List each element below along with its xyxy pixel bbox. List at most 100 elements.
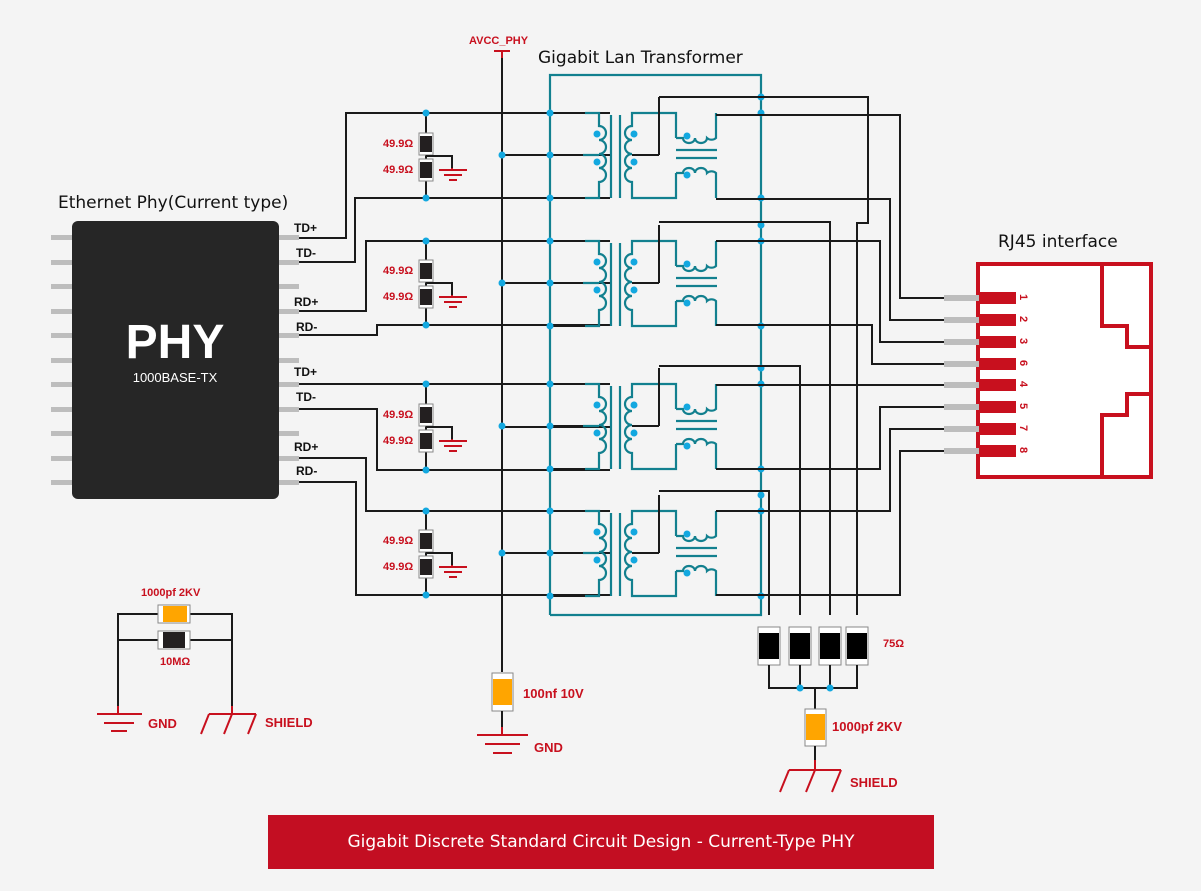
gnd-icon [439, 565, 467, 578]
junction-dot [546, 194, 554, 202]
termination-resistor [418, 259, 434, 283]
junction-dot [498, 279, 506, 287]
transformer-title: Gigabit Lan Transformer [538, 48, 743, 68]
chassis-gnd-label: GND [148, 716, 177, 731]
polarity-dot [630, 556, 638, 564]
junction-dot [546, 109, 554, 117]
polarity-dot [683, 132, 691, 140]
phy-left-pins [51, 235, 72, 485]
junction-dot [757, 221, 765, 229]
caption-banner: Gigabit Discrete Standard Circuit Design… [268, 815, 934, 869]
rj45-pin: 1 [944, 292, 1029, 304]
avcc-rail: AVCC_PHY [469, 35, 529, 58]
gnd-icon [439, 168, 467, 181]
pin-label-td-minus-2: TD- [296, 390, 316, 404]
rj45-pin: 7 [944, 423, 1029, 435]
bob-smith-termination: 75Ω 1000pf 2KV SHIELD [757, 626, 904, 793]
polarity-dot [630, 258, 638, 266]
polarity-dot [683, 569, 691, 577]
polarity-dot [593, 556, 601, 564]
rj45-pin-number: 7 [1017, 425, 1029, 431]
termination-resistor-label: 49.9Ω [383, 535, 413, 547]
transformer-channel [498, 364, 765, 473]
bob-smith-resistor [818, 626, 842, 666]
bob-smith-resistor [845, 626, 869, 666]
gnd-icon [439, 439, 467, 452]
termination-resistor [418, 529, 434, 553]
polarity-dot [593, 158, 601, 166]
polarity-dot [630, 286, 638, 294]
gnd-icon [439, 295, 467, 308]
polarity-dot [683, 260, 691, 268]
termination-resistor-label: 49.9Ω [383, 561, 413, 573]
phy-chip: PHY 1000BASE-TX [51, 221, 299, 499]
polarity-dot [630, 130, 638, 138]
polarity-dot [593, 130, 601, 138]
shield-ground-icon [200, 706, 257, 735]
pin-label-td-plus-2: TD+ [294, 365, 317, 379]
polarity-dot [683, 530, 691, 538]
rj45-pin-number: 4 [1017, 381, 1029, 388]
junction-dot [498, 549, 506, 557]
rj45-pin-number: 3 [1017, 338, 1029, 344]
pin-label-rd-plus-1: RD+ [294, 295, 318, 309]
junction-dot [546, 279, 554, 287]
bob-smith-shield-label: SHIELD [850, 775, 898, 790]
chassis-capacitor [157, 604, 191, 624]
polarity-dot [593, 258, 601, 266]
termination-resistor [418, 403, 434, 427]
rj45-title: RJ45 interface [998, 232, 1118, 252]
bob-smith-capacitor [804, 708, 827, 747]
shield-ground-icon [779, 760, 842, 793]
transformer-channels [498, 93, 765, 600]
junction-dot [422, 321, 430, 329]
termination-resistor [418, 555, 434, 579]
junction-dot [546, 465, 554, 473]
bob-smith-resistor [788, 626, 812, 666]
junction-dot [422, 507, 430, 515]
gnd-icon [97, 706, 142, 732]
transformer-channel [498, 491, 765, 600]
chassis-cap-label: 1000pf 2KV [141, 587, 201, 599]
termination-resistor-label: 49.9Ω [383, 265, 413, 277]
phy-section-title: Ethernet Phy(Current type) [58, 193, 288, 213]
junction-dot [422, 194, 430, 202]
junction-dot [422, 466, 430, 474]
pin-label-rd-minus-2: RD- [296, 464, 317, 478]
pin-label-td-plus-1: TD+ [294, 221, 317, 235]
rj45-pin: 8 [944, 445, 1029, 457]
polarity-dot [630, 158, 638, 166]
polarity-dot [683, 403, 691, 411]
rj45-pin: 2 [944, 314, 1029, 326]
termination-resistor [418, 429, 434, 453]
phy-right-pins [278, 235, 299, 485]
transformer-frame [548, 73, 763, 617]
junction-dot [546, 507, 554, 515]
phy-chip-body [72, 221, 279, 499]
rj45-pin: 4 [944, 379, 1029, 391]
chassis-resistor [157, 630, 191, 650]
junction-dot [422, 237, 430, 245]
decoupling-gnd-label: GND [534, 740, 563, 755]
gnd-icon [477, 727, 528, 754]
rj45-pin: 5 [944, 401, 1029, 413]
phy-chip-name: PHY [126, 316, 225, 369]
transformer-channel [498, 93, 765, 202]
termination-resistor [418, 158, 434, 182]
avcc-label: AVCC_PHY [469, 35, 529, 47]
polarity-dot [593, 429, 601, 437]
rj45-pin-number: 2 [1017, 316, 1029, 322]
decoupling-capacitor: 100nf 10V GND [477, 672, 584, 755]
polarity-dot [630, 429, 638, 437]
chassis-resistor-label: 10MΩ [160, 656, 190, 668]
junction-dot [546, 237, 554, 245]
termination-resistor [418, 285, 434, 309]
junction-dot [422, 591, 430, 599]
junction-dot [546, 151, 554, 159]
polarity-dot [683, 171, 691, 179]
